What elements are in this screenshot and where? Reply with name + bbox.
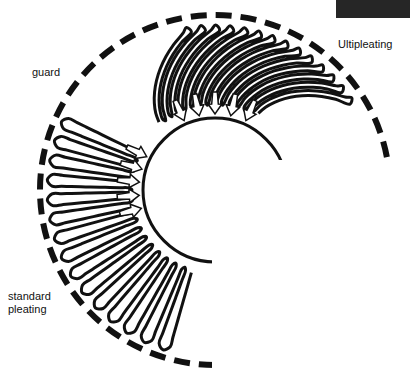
- flow-arrow: [126, 145, 147, 159]
- part-label: guard: [30, 66, 62, 79]
- part-label: standard pleating: [6, 290, 64, 316]
- flow-arrow: [208, 92, 221, 114]
- flow-arrow: [117, 189, 139, 203]
- part-label: Ultipleating: [336, 38, 394, 51]
- flow-arrow: [173, 100, 186, 121]
- pleat-media: [154, 25, 352, 122]
- flow-arrow: [117, 174, 139, 187]
- flow-arrow: [244, 100, 257, 121]
- pleat-media: [47, 118, 191, 349]
- flow-arrow: [191, 94, 204, 116]
- dark-corner-bar: [336, 0, 410, 18]
- blank-cover: [212, 160, 410, 368]
- flow-arrow: [226, 94, 239, 116]
- flow-arrow: [119, 204, 141, 217]
- flow-arrow: [120, 160, 142, 173]
